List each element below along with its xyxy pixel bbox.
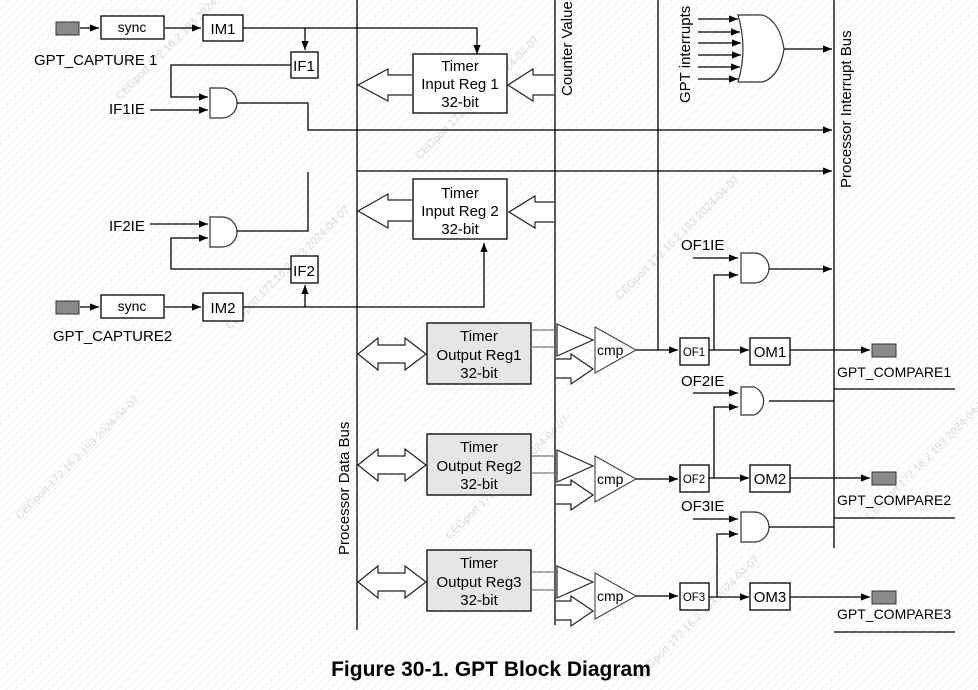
compare-3-enable-label: OF3IE (681, 498, 724, 515)
register-label: Input Reg 2 (421, 203, 499, 220)
capture-channel-1: sync IM1 GPT_CAPTURE 1 IF1 IF1IE Timer I… (34, 14, 832, 134)
compare-1-mode-label: OM1 (754, 344, 787, 361)
capture-1-mode-label: IM1 (210, 21, 235, 38)
compare-1-pin-label: GPT_COMPARE1 (837, 364, 951, 380)
capture-2-pin-label: GPT_CAPTURE2 (53, 328, 172, 345)
capture-1-enable-label: IF1IE (109, 101, 145, 118)
compare-1-output-register (426, 322, 532, 385)
or-gate-icon (737, 14, 785, 83)
compare-3-flag-block (679, 582, 710, 611)
compare-2-and-gate-icon (740, 386, 765, 416)
capture-1-mode-block (202, 14, 244, 42)
compare-channel-2: Timer Output Reg2 32-bit cmp OF2 OM2 GPT… (357, 373, 955, 519)
register-label: Timer (460, 439, 498, 456)
compare-1-and-gate-icon (740, 252, 770, 284)
capture-2-to-data-bus-arrow-icon (356, 192, 412, 230)
compare-1-mode-block (749, 337, 791, 366)
compare-2-flag-block (679, 464, 710, 493)
capture-1-pin-label: GPT_CAPTURE 1 (34, 52, 157, 69)
register-label: Timer (441, 185, 479, 202)
compare-2-flag-label: OF2 (683, 474, 705, 486)
compare-channel-3: Timer Output Reg3 32-bit cmp OF3 OM3 GPT… (357, 498, 955, 633)
capture-2-flag-label: IF2 (293, 263, 315, 280)
capture-1-sync-label: sync (118, 19, 147, 35)
compare-2-pin-label: GPT_COMPARE2 (837, 492, 951, 508)
compare-2-mode-block (749, 464, 791, 493)
capture-2-enable-label: IF2IE (109, 218, 145, 235)
capture-2-and-gate-icon (209, 216, 238, 248)
compare-3-mode-label: OM3 (754, 589, 787, 606)
register-label: Output Reg2 (436, 458, 521, 475)
compare-1-data-bus-arrow-icon (357, 336, 427, 372)
capture-2-mode-block (202, 292, 244, 322)
capture-2-sync-label: sync (118, 298, 147, 314)
capture-1-flag-label: IF1 (293, 58, 315, 75)
compare-3-input-b-icon (556, 594, 595, 628)
compare-3-cmp-label: cmp (597, 588, 624, 604)
register-label: Input Reg 1 (421, 76, 499, 93)
compare-1-flag-block (679, 337, 710, 366)
register-label: 32-bit (460, 476, 498, 493)
compare-channel-1: Timer Output Reg1 32-bit cmp OF1 OM1 GPT… (357, 237, 955, 390)
register-label: 32-bit (460, 365, 498, 382)
capture-2-sync-block (100, 294, 165, 319)
register-label: 32-bit (460, 592, 498, 609)
compare-2-output-register (426, 433, 532, 496)
register-label: 32-bit (441, 221, 479, 238)
compare-2-data-bus-arrow-icon (357, 447, 427, 483)
counter-value-label: Counter Value (559, 1, 576, 96)
compare-2-comparator-icon (594, 455, 638, 503)
compare-1-enable-label: OF1IE (681, 237, 724, 254)
figure-caption: Figure 30-1. GPT Block Diagram (331, 658, 651, 681)
capture-1-sync-block (100, 15, 165, 40)
compare-3-comparator-icon (594, 572, 638, 620)
compare-3-pin-label: GPT_COMPARE3 (837, 606, 951, 622)
capture-channel-2: Timer Input Reg 2 32-bit IF2IE IF2 sync … (53, 172, 554, 345)
capture-1-pin-icon (55, 21, 80, 36)
compare-3-data-bus-arrow-icon (357, 564, 427, 600)
compare-2-mode-label: OM2 (754, 471, 787, 488)
counter-to-capture-2-arrow-icon (507, 194, 554, 230)
compare-3-mode-block (749, 582, 791, 611)
capture-2-pin-icon (55, 300, 80, 315)
compare-1-comparator-icon (594, 326, 638, 374)
compare-2-enable-label: OF2IE (681, 373, 724, 390)
gpt-interrupts-label: GPT interrupts (677, 6, 694, 103)
capture-1-input-register (412, 53, 508, 114)
compare-1-input-a-icon (556, 323, 595, 357)
capture-1-and-gate-icon (209, 87, 238, 119)
compare-1-cmp-label: cmp (597, 342, 624, 358)
register-label: Timer (441, 58, 479, 75)
compare-1-input-b-icon (556, 352, 595, 386)
compare-1-flag-label: OF1 (683, 347, 705, 359)
compare-2-pin-icon (871, 471, 897, 486)
compare-2-input-a-icon (556, 449, 595, 483)
capture-2-flag-block (290, 255, 319, 284)
compare-1-pin-icon (871, 343, 897, 358)
compare-3-pin-icon (871, 590, 897, 605)
interrupt-bus-label: Processor Interrupt Bus (838, 30, 855, 188)
compare-2-input-b-icon (556, 478, 595, 512)
compare-3-flag-label: OF3 (683, 592, 705, 604)
capture-2-input-register (412, 178, 508, 240)
register-label: Timer (460, 328, 498, 345)
register-label: 32-bit (441, 94, 479, 111)
counter-to-capture-1-arrow-icon (506, 67, 554, 103)
interrupt-or-gate (698, 14, 832, 83)
register-label: Output Reg1 (436, 347, 521, 364)
capture-1-to-data-bus-arrow-icon (356, 68, 412, 102)
register-label: Timer (460, 555, 498, 572)
compare-2-cmp-label: cmp (597, 471, 624, 487)
capture-2-irq-line (237, 172, 309, 232)
compare-3-input-a-icon (556, 565, 595, 599)
capture-2-mode-label: IM2 (210, 300, 235, 317)
compare-3-and-gate-icon (740, 511, 770, 543)
register-label: Output Reg3 (436, 574, 521, 591)
compare-3-output-register (426, 549, 532, 612)
data-bus-label: Processor Data Bus (336, 422, 353, 555)
